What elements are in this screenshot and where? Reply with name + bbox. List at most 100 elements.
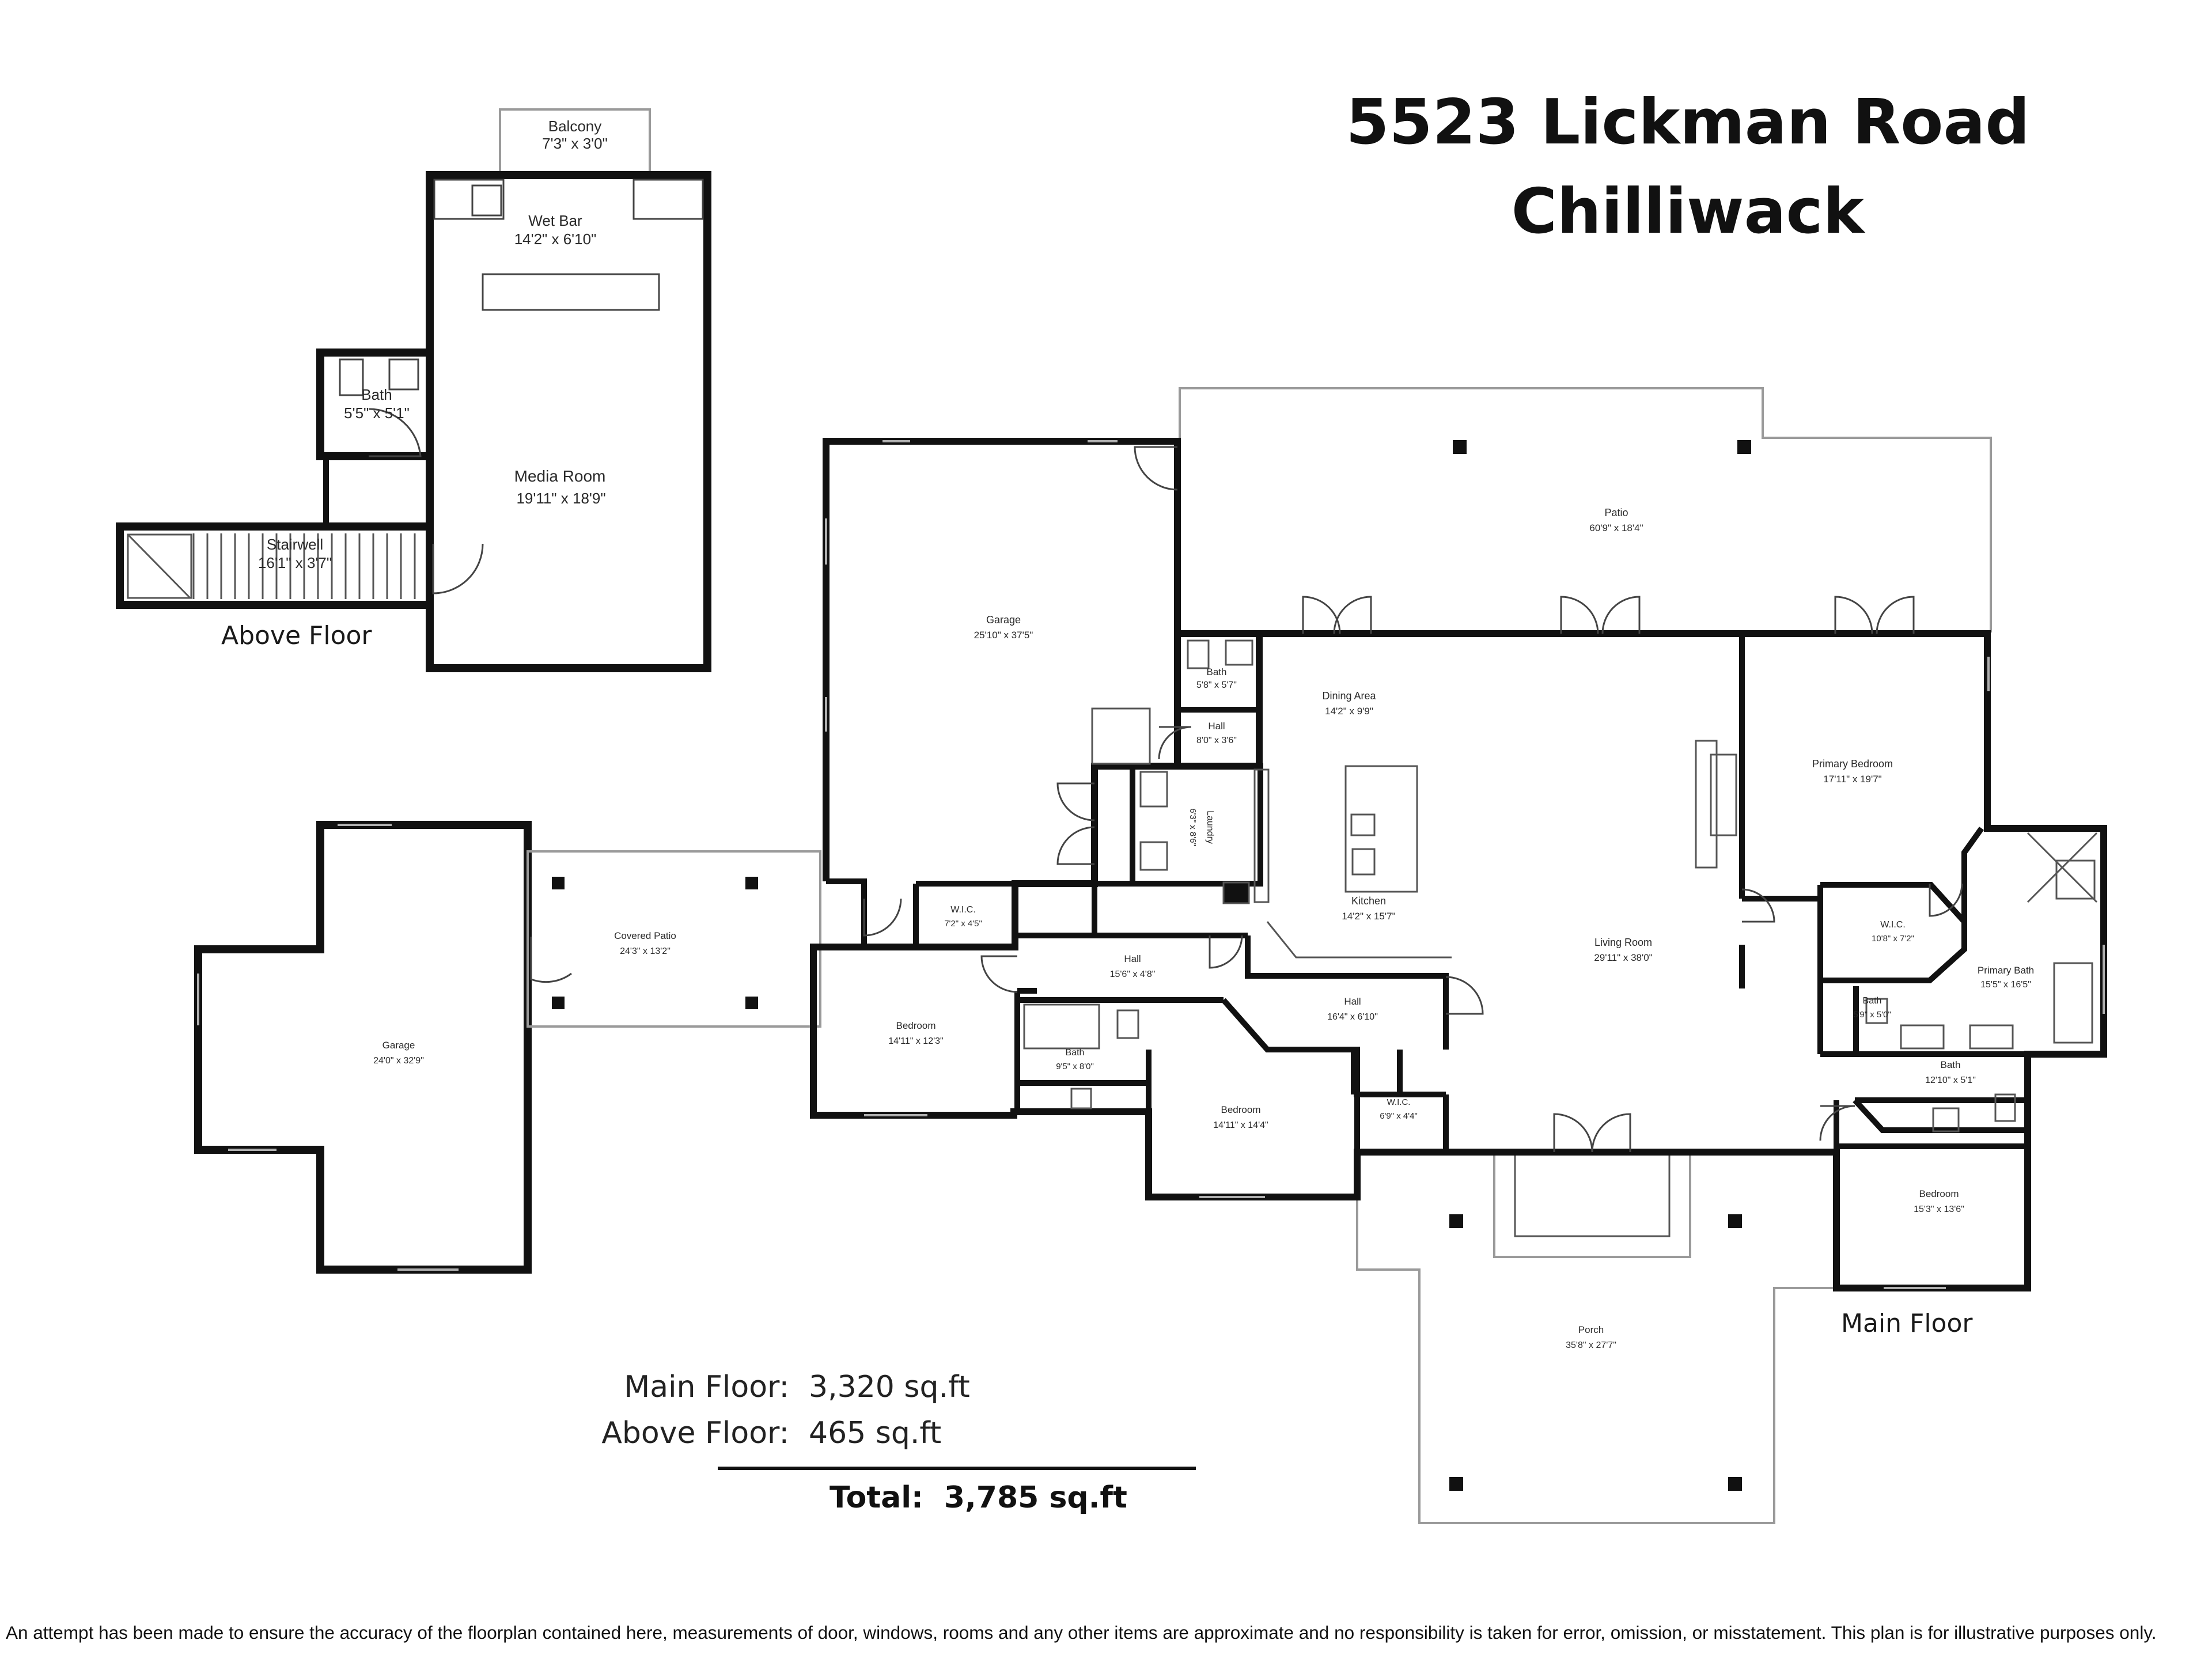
address-line-2: Chilliwack: [1511, 176, 1865, 248]
room-dims-wic-2: 6'9" x 4'4": [1380, 1111, 1418, 1121]
room-name-bedroom-3: Bedroom: [1919, 1188, 1959, 1199]
room-dims-media-room: 19'11" x 18'9": [516, 490, 605, 507]
room-name-primary-bath: Primary Bath: [1978, 965, 2034, 976]
room-dims-patio: 60'9" x 18'4": [1589, 522, 1643, 533]
media-console: [482, 273, 660, 311]
room-name-wic-2: W.I.C.: [1387, 1097, 1411, 1107]
room-name-balcony: Balcony: [548, 118, 602, 135]
garage-bottom-wall: [826, 878, 867, 947]
patio-post: [1737, 440, 1751, 454]
room-name-bath-3: Bath: [1863, 996, 1882, 1006]
total-area: Total:3,785 sq.ft: [830, 1480, 1127, 1515]
room-name-stairwell: Stairwell: [267, 536, 323, 553]
room-dims-bedroom-1: 14'11" x 12'3": [888, 1036, 943, 1046]
room-labels: Balcony 7'3" x 3'0" Wet Bar 14'2" x 6'10…: [258, 118, 2034, 1350]
room-dims-laundry: 6'3" x 8'6": [1188, 808, 1198, 846]
porch-post: [1449, 1214, 1463, 1228]
above-floor-area-label: Above Floor:: [601, 1416, 789, 1450]
above-floor-plan: [116, 108, 711, 672]
patio-outline: [1179, 387, 1992, 632]
stairwell-walls: [116, 522, 434, 609]
room-dims-primary-bedroom: 17'11" x 19'7": [1823, 774, 1881, 785]
porch-planter: [1493, 1153, 1691, 1258]
covered-patio-outline: [527, 850, 821, 1028]
above-floor-area: Above Floor: 465 sq.ft: [599, 1416, 941, 1450]
wet-bar-counter-right: [632, 179, 704, 220]
windows: [197, 440, 2105, 1289]
porch-post: [1449, 1477, 1463, 1491]
media-room-walls: [426, 171, 711, 672]
room-name-hall-3: Hall: [1344, 996, 1361, 1007]
above-floor-area-value: 465 sq.ft: [809, 1416, 942, 1450]
interior-walls: [913, 634, 2028, 1152]
room-name-wic-1: W.I.C.: [950, 905, 976, 915]
stair-door-swing: [432, 543, 484, 594]
stair-treads: [127, 533, 416, 599]
room-name-hall-1: Hall: [1208, 721, 1225, 732]
porch-post: [1728, 1214, 1742, 1228]
room-dims-stairwell: 16'1" x 3'7": [258, 554, 332, 571]
bath-door-swing: [368, 408, 422, 457]
room-dims-covered-patio: 24'3" x 13'2": [620, 946, 671, 956]
summary-divider: [718, 1467, 1196, 1470]
address-line-1: 5523 Lickman Road: [1346, 86, 2030, 158]
room-name-garage-detached: Garage: [382, 1040, 415, 1051]
main-floor-plan: [197, 387, 2107, 1524]
above-floor-label: Above Floor: [221, 621, 372, 650]
fixtures: [1023, 639, 2098, 1132]
room-name-dining-area: Dining Area: [1322, 690, 1376, 702]
porch-outline: [1356, 1154, 1838, 1524]
room-dims-wet-bar: 14'2" x 6'10": [514, 230, 597, 248]
door-swings: [863, 446, 1963, 1153]
room-dims-balcony: 7'3" x 3'0": [542, 135, 608, 152]
room-name-laundry: Laundry: [1205, 810, 1215, 844]
room-dims-wic-1: 7'2" x 4'5": [944, 919, 982, 929]
patio-post: [745, 877, 758, 889]
room-name-hall-2: Hall: [1124, 953, 1141, 964]
room-name-bath-1: Bath: [1207, 666, 1227, 677]
room-dims-garage-detached: 24'0" x 32'9": [373, 1056, 424, 1066]
room-dims-bedroom-2: 14'11" x 14'4": [1213, 1120, 1268, 1130]
porch-planter-inner: [1514, 1153, 1671, 1237]
room-dims-porch: 35'8" x 27'7": [1566, 1340, 1616, 1350]
main-floor-label: Main Floor: [1841, 1309, 1973, 1338]
wet-bar-counter-left: [433, 179, 505, 220]
room-name-covered-patio: Covered Patio: [614, 930, 676, 941]
room-name-bedroom-1: Bedroom: [896, 1020, 936, 1031]
main-floor-area: Main Floor: 3,320 sq.ft: [599, 1370, 970, 1404]
room-name-bath-upper: Bath: [361, 386, 392, 403]
room-name-primary-bedroom: Primary Bedroom: [1812, 758, 1893, 770]
room-name-living-room: Living Room: [1594, 937, 1652, 948]
room-name-bath-2: Bath: [1066, 1048, 1085, 1058]
detached-garage-plan: [194, 821, 821, 1274]
main-floor-area-label: Main Floor:: [624, 1370, 789, 1404]
room-name-bedroom-2: Bedroom: [1221, 1104, 1261, 1115]
patio-post: [552, 997, 565, 1009]
attached-garage-walls: [823, 438, 1181, 881]
room-name-porch: Porch: [1578, 1324, 1604, 1335]
patio-post: [1453, 440, 1467, 454]
room-dims-bedroom-3: 15'3" x 13'6": [1914, 1205, 1964, 1214]
room-dims-hall-2: 15'6" x 4'8": [1110, 969, 1156, 979]
room-dims-bath-1: 5'8" x 5'7": [1196, 680, 1237, 690]
room-dims-kitchen: 14'2" x 15'7": [1342, 911, 1395, 922]
room-dims-garage-main: 25'10" x 37'5": [974, 630, 1033, 641]
room-name-patio: Patio: [1604, 507, 1628, 518]
main-house-exterior-wall: [810, 630, 2107, 1291]
garage-side-door: [530, 937, 572, 983]
room-name-kitchen: Kitchen: [1351, 895, 1386, 907]
room-dims-bath-2: 9'5" x 8'0": [1056, 1062, 1094, 1071]
disclaimer-text: An attempt has been made to ensure the a…: [6, 1622, 2157, 1643]
main-floor-area-value: 3,320 sq.ft: [809, 1370, 970, 1404]
room-dims-hall-1: 8'0" x 3'6": [1196, 736, 1237, 745]
porch-post: [1728, 1477, 1742, 1491]
patio-post: [745, 997, 758, 1009]
room-dims-bath-4: 12'10" x 5'1": [1925, 1075, 1976, 1085]
room-dims-wic-primary: 10'8" x 7'2": [1872, 934, 1914, 944]
room-dims-living-room: 29'11" x 38'0": [1594, 952, 1652, 963]
room-dims-dining-area: 14'2" x 9'9": [1325, 706, 1373, 717]
room-dims-bath-3: 5'9" x 5'0": [1853, 1010, 1891, 1020]
room-name-wet-bar: Wet Bar: [528, 212, 582, 229]
room-dims-bath-upper: 5'5" x 5'1": [344, 404, 410, 422]
